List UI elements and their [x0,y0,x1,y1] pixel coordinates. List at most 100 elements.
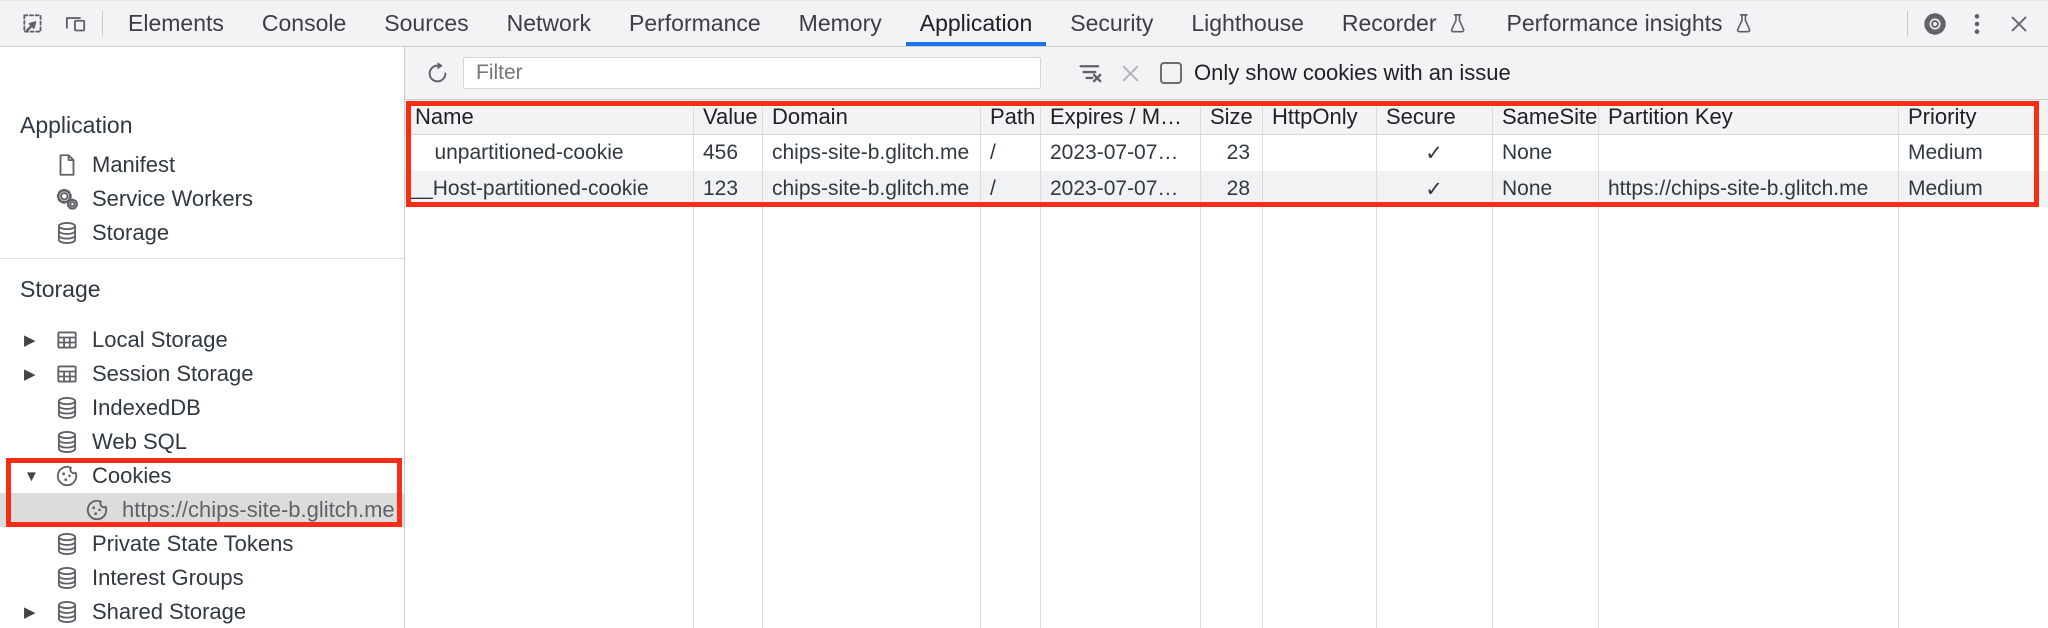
tab-network[interactable]: Network [488,1,610,46]
tab-console[interactable]: Console [243,1,365,46]
cell-expires: 2023-07-07… [1050,177,1179,200]
tab-security[interactable]: Security [1051,1,1172,46]
tab-elements[interactable]: Elements [109,1,243,46]
inspect-button[interactable] [12,1,54,46]
sidebar-item-label: Manifest [92,152,176,177]
cookie-row-host-partitioned-cookie[interactable]: __Host-partitioned-cookie 123 chips-site-b… [405,171,2048,207]
sidebar-separator [0,258,404,259]
column-header-secure[interactable]: Secure [1386,104,1456,129]
flask-icon [1446,12,1469,35]
only-issues-checkbox[interactable] [1160,62,1182,84]
settings-button[interactable] [1914,1,1956,46]
only-issues-label: Only show cookies with an issue [1194,60,1511,85]
document-icon [54,152,80,178]
chevron-right-icon[interactable]: ▶ [24,332,36,349]
cell-size: 23 [1226,141,1250,164]
cell-expires: 2023-07-07… [1050,141,1179,164]
database-icon [54,599,80,625]
sidebar-item-web-sql[interactable]: Web SQL [0,425,404,459]
tab-sources[interactable]: Sources [365,1,487,46]
column-header-name[interactable]: Name [415,104,474,129]
clear-filter-button[interactable] [1070,59,1110,87]
sidebar-item-local-storage[interactable]: ▶Local Storage [0,323,404,357]
refresh-button[interactable] [417,60,457,87]
filter-input[interactable] [463,57,1041,89]
tab-lighthouse[interactable]: Lighthouse [1172,1,1323,46]
sidebar-item-shared-storage[interactable]: ▶Shared Storage [0,595,404,628]
column-header-expires[interactable]: Expires / M… [1050,104,1183,129]
chevron-right-icon[interactable]: ▶ [24,366,36,383]
tab-label: Recorder [1341,10,1437,36]
tab-memory[interactable]: Memory [780,1,901,46]
sidebar-item-label: IndexedDB [92,395,201,420]
tab-performance[interactable]: Performance [610,1,780,46]
cell-domain: chips-site-b.glitch.me [772,177,970,200]
cell-name: __Host-partitioned-cookie [409,177,649,200]
chevron-right-icon[interactable]: ▶ [24,604,36,621]
cell-value: 456 [703,141,739,164]
cell-name: unpartitioned-cookie [434,141,624,164]
sidebar-item-label: Service Workers [92,186,253,211]
sidebar-item-manifest[interactable]: Manifest [0,148,404,182]
column-header-domain[interactable]: Domain [772,104,848,129]
cookies-pane: Only show cookies with an issue Name Valu… [405,47,2048,628]
sidebar-item-indexeddb[interactable]: IndexedDB [0,391,404,425]
cell-partitionkey [1598,135,1898,171]
cell-value: 123 [703,177,739,200]
cell-secure: ✓ [1425,141,1443,165]
refresh-icon [424,60,451,87]
tab-performance-insights[interactable]: Performance insights [1488,1,1774,46]
database-icon [54,565,80,591]
sidebar-item-service-workers[interactable]: Service Workers [0,182,404,216]
sidebar-item-cookies[interactable]: ▼ Cookies [0,459,404,493]
column-header-samesite[interactable]: SameSite [1502,104,1598,129]
database-icon [54,395,80,421]
tab-application[interactable]: Application [901,1,1052,46]
cell-path: / [990,141,996,164]
x-icon [1118,61,1143,86]
sidebar-item-label: Session Storage [92,361,254,386]
more-button[interactable] [1956,1,1998,46]
device-toolbar-button[interactable] [54,1,96,46]
cell-samesite: None [1502,141,1553,164]
cell-size: 28 [1226,177,1250,200]
database-icon [54,429,80,455]
cell-domain: chips-site-b.glitch.me [772,141,970,164]
column-header-httponly[interactable]: HttpOnly [1272,104,1358,129]
flask-icon [1732,12,1755,35]
close-icon [2007,12,2031,36]
tab-label: Performance [629,10,761,36]
chevron-down-icon[interactable]: ▼ [24,467,39,485]
cookie-row-unpartitioned-cookie[interactable]: unpartitioned-cookie 456 chips-site-b.glit… [405,135,2048,171]
sidebar-item-https-chips-site-b-glitch-me[interactable]: https://chips-site-b.glitch.me [0,493,404,527]
sidebar-item-session-storage[interactable]: ▶ Session Storage [0,357,404,391]
sidebar-item-interest-groups[interactable]: Interest Groups [0,561,404,595]
cookie-icon [84,497,110,523]
cell-httponly [1262,135,1376,171]
sidebar-item-label: Cookies [92,463,172,488]
sidebar-item-label: Private State Tokens [92,531,294,556]
tab-recorder[interactable]: Recorder [1323,1,1488,46]
sidebar-item-private-state-tokens[interactable]: Private State Tokens [0,527,404,561]
inspect-icon [20,11,46,37]
database-icon [54,220,80,246]
close-button[interactable] [1998,1,2040,46]
column-header-path[interactable]: Path [990,104,1036,129]
column-header-size[interactable]: Size [1210,104,1253,129]
tab-label: Sources [384,10,469,36]
tab-label: Memory [798,10,882,36]
column-header-value[interactable]: Value [703,104,758,129]
service-workers-icon [54,186,80,212]
tab-label: Performance insights [1506,10,1723,36]
delete-selected-button[interactable] [1110,61,1150,86]
column-header-priority[interactable]: Priority [1908,104,1977,129]
sidebar-item-storage[interactable]: Storage [0,216,404,250]
tabbar-spacer [1774,1,1901,46]
cookies-highlight-box: ▼ Cookies https://chips-site-b.glitch.me [0,458,404,527]
tabbar-divider [102,11,103,36]
column-header-partitionkey[interactable]: Partition Key [1608,104,1733,129]
